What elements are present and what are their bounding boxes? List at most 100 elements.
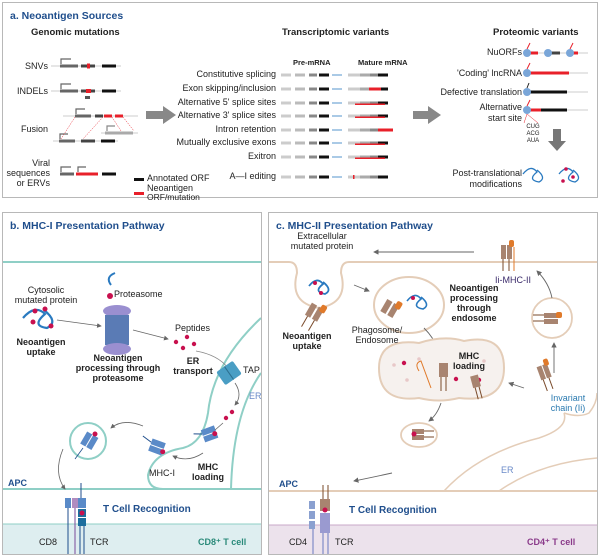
extracellular-label-2: mutated protein — [290, 241, 354, 251]
codon-label: ACG — [526, 131, 540, 137]
mhc-loading-label-2: loading — [453, 361, 485, 371]
er-label: ER — [501, 465, 514, 475]
pre-mrna-exon — [295, 128, 305, 132]
pre-mrna-exon — [309, 175, 317, 179]
neo-segment — [355, 116, 385, 118]
tcr-cd8-complex — [65, 483, 86, 554]
pre-mrna-exon — [319, 155, 329, 159]
tcr-label: TCR — [90, 537, 109, 547]
extracellular-label-1: Extracellular — [297, 231, 347, 241]
transcript-row-label: Exitron — [247, 151, 276, 161]
genomic-to-transcript-arrow — [146, 106, 176, 124]
tcr-label: TCR — [335, 537, 354, 547]
proteasome-label: Proteasome — [114, 289, 163, 299]
cytosolic-label-2: mutated protein — [14, 295, 78, 305]
panel-c-graphics — [269, 240, 597, 554]
mature-mrna-exon — [360, 155, 370, 159]
transcript-to-proteomic-arrow — [413, 106, 441, 124]
lncrna-transcript — [523, 62, 588, 77]
proteomic-row-label: NuORFs — [486, 47, 522, 57]
phagosome — [373, 276, 445, 334]
pre-mrna-exon — [319, 141, 329, 145]
mature-mrna-exon — [370, 73, 378, 77]
mature-mrna-exon — [378, 175, 388, 179]
mature-mrna-exon — [370, 128, 378, 132]
neo-segment — [369, 87, 381, 91]
loading-peptides — [401, 360, 482, 383]
processing-label-1: Neoantigen — [93, 353, 143, 363]
pre-mrna-exon — [309, 141, 317, 145]
uptake-label-1: Neoantigen — [282, 331, 332, 341]
phagosome-label-2: Endosome — [355, 335, 399, 345]
neoantigen-uptake-label-2: uptake — [26, 347, 56, 357]
mature-mrna-exon — [348, 141, 360, 145]
legend-neoantigen-label-1: Neoantigen — [147, 183, 194, 193]
tap-label: TAP — [243, 365, 260, 375]
mature-mrna-exon — [348, 128, 360, 132]
transcript-row-label: Alternative 3' splice sites — [177, 110, 276, 120]
proteomic-to-ptm-arrow — [548, 129, 566, 151]
pre-mrna-exon — [295, 141, 305, 145]
mature-mrna-exon — [378, 101, 388, 105]
uptake-label-2: uptake — [292, 341, 322, 351]
transcript-row-label: A—I editing — [229, 171, 276, 181]
edit-site — [353, 175, 355, 179]
mature-mrna-exon — [360, 114, 370, 118]
mature-mrna-exon — [360, 175, 370, 179]
pre-mrna-exon — [281, 73, 291, 77]
mature-mrna-exon — [370, 114, 378, 118]
mhc1-label: MHC-I — [149, 468, 175, 478]
pre-mrna-exon — [309, 101, 317, 105]
peptides-icon — [173, 334, 197, 351]
mature-mrna-exon — [370, 101, 378, 105]
transcriptomic-header: Transcriptomic variants — [282, 27, 390, 38]
cd4-label: CD4 — [289, 537, 308, 547]
alt-start-label-2: start site — [487, 113, 522, 123]
apc-label: APC — [8, 478, 28, 488]
processing-label-2: processing through — [75, 363, 161, 373]
mature-mrna-exon — [378, 141, 388, 145]
legend-neoantigen-swatch — [134, 192, 144, 195]
extracellular-protein-icon — [308, 279, 330, 295]
mature-mrna-exon — [348, 101, 360, 105]
mature-mrna-exon — [370, 175, 378, 179]
mhc-loading-label-2: loading — [192, 472, 224, 482]
neo-segment — [378, 128, 393, 132]
neo-segment — [355, 103, 385, 105]
pre-mrna-exon — [309, 73, 317, 77]
panel-b-graphics — [3, 261, 261, 554]
transcript-row-label: Mutually exclusive exons — [176, 137, 276, 147]
genomic-row-label-viral-1: Viral — [32, 158, 50, 168]
pre-mrna-exon — [295, 114, 305, 118]
pre-mrna-label: Pre-mRNA — [293, 58, 331, 67]
mature-mrna-label: Mature mRNA — [358, 58, 408, 67]
transcript-row-label: Alternative 5' splice sites — [177, 97, 276, 107]
invariant-chain-label-1: Invariant — [550, 393, 586, 403]
peptides-label: Peptides — [175, 323, 211, 333]
ptm-label-2: modifications — [469, 179, 522, 189]
pre-mrna-exon — [319, 73, 329, 77]
genomic-row-label: Fusion — [20, 124, 48, 134]
er-transport-label-1: ER — [186, 356, 200, 366]
tcell-recognition-label: T Cell Recognition — [349, 505, 437, 516]
panel-c-title: c. MHC-II Presentation Pathway — [276, 220, 433, 232]
mature-mrna-exon — [348, 87, 360, 91]
processing-label-2: processing — [449, 293, 498, 303]
mature-mrna-exon — [360, 128, 370, 132]
transcript-row-label: Exon skipping/inclusion — [182, 83, 276, 93]
panel-a-title: a. Neoantigen Sources — [10, 10, 124, 22]
transport-vesicle — [69, 422, 107, 460]
cd4-tcell-label: CD4⁺ T cell — [527, 537, 576, 547]
pre-mrna-exon — [295, 175, 305, 179]
pre-mrna-exon — [319, 128, 329, 132]
pre-mrna-exon — [319, 87, 329, 91]
pre-mrna-exon — [281, 141, 291, 145]
transcript-row-label: Constitutive splicing — [196, 69, 276, 79]
mhc1-er-icon — [193, 425, 219, 443]
mature-mrna-exon — [348, 114, 360, 118]
genomic-row-label-viral-2: sequences — [6, 168, 50, 178]
alt-start-transcript — [523, 99, 588, 124]
legend-annotated-label: Annotated ORF — [147, 173, 210, 183]
panel-mhc1-pathway: b. MHC-I Presentation Pathway — [2, 212, 262, 555]
proteasome-icon — [103, 272, 131, 355]
